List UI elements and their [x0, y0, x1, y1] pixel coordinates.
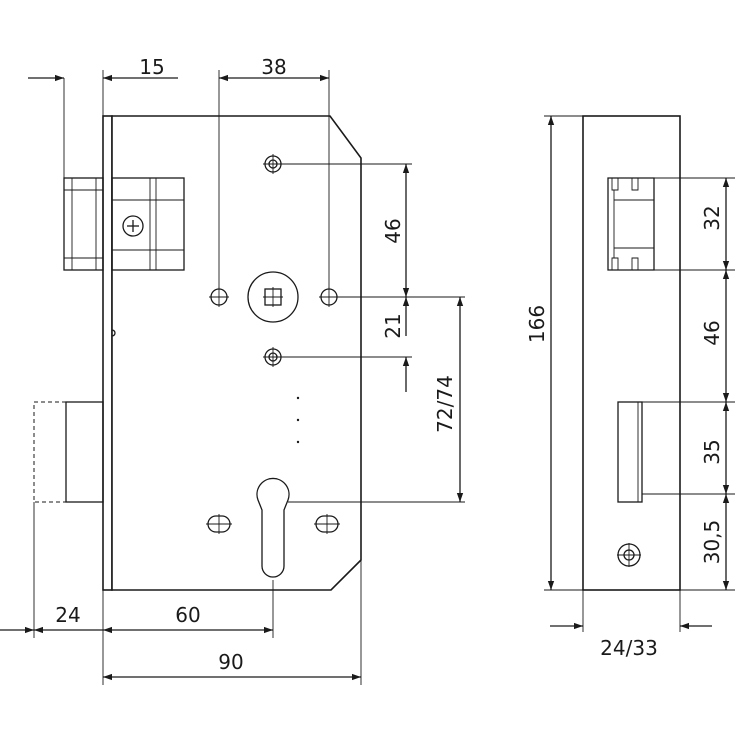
latch-screw-icon — [122, 215, 144, 237]
dim-bolt-to-bottom: 30,5 — [700, 520, 724, 565]
cylinder-fixing-left — [206, 514, 232, 534]
latch-bolt — [63, 177, 185, 271]
bolt-opening — [617, 401, 643, 503]
side-view: 166 32 46 35 30,5 24/33 — [525, 115, 735, 660]
dim-bolt-height: 35 — [700, 439, 724, 464]
dim-total-height: 166 — [525, 305, 549, 343]
dim-latch-to-bolt: 46 — [700, 320, 724, 345]
dim-spindle-to-fixing: 38 — [261, 55, 286, 79]
dim-lever-width: 15 — [139, 55, 164, 79]
dim-spindle-to-cylinder: 72/74 — [433, 375, 457, 433]
dim-forend-width: 24/33 — [600, 636, 658, 660]
cylinder-fixing-right — [314, 514, 340, 534]
dim-backset-front: 24 — [55, 603, 80, 627]
forend-screw-icon — [617, 543, 641, 567]
lock-case — [111, 115, 362, 591]
forend-plate — [102, 115, 113, 591]
dim-latch-height: 32 — [700, 205, 724, 230]
cylinder-hole — [256, 477, 290, 578]
dead-bolt — [33, 401, 104, 503]
front-view: 15 38 46 21 72/74 24 60 90 — [0, 55, 465, 685]
dim-backset: 60 — [175, 603, 200, 627]
forend-face — [582, 115, 681, 591]
dim-spindle-to-top-screw: 46 — [381, 218, 405, 243]
dim-spindle-to-lower-screw: 21 — [381, 313, 405, 338]
dim-case-depth: 90 — [218, 650, 243, 674]
